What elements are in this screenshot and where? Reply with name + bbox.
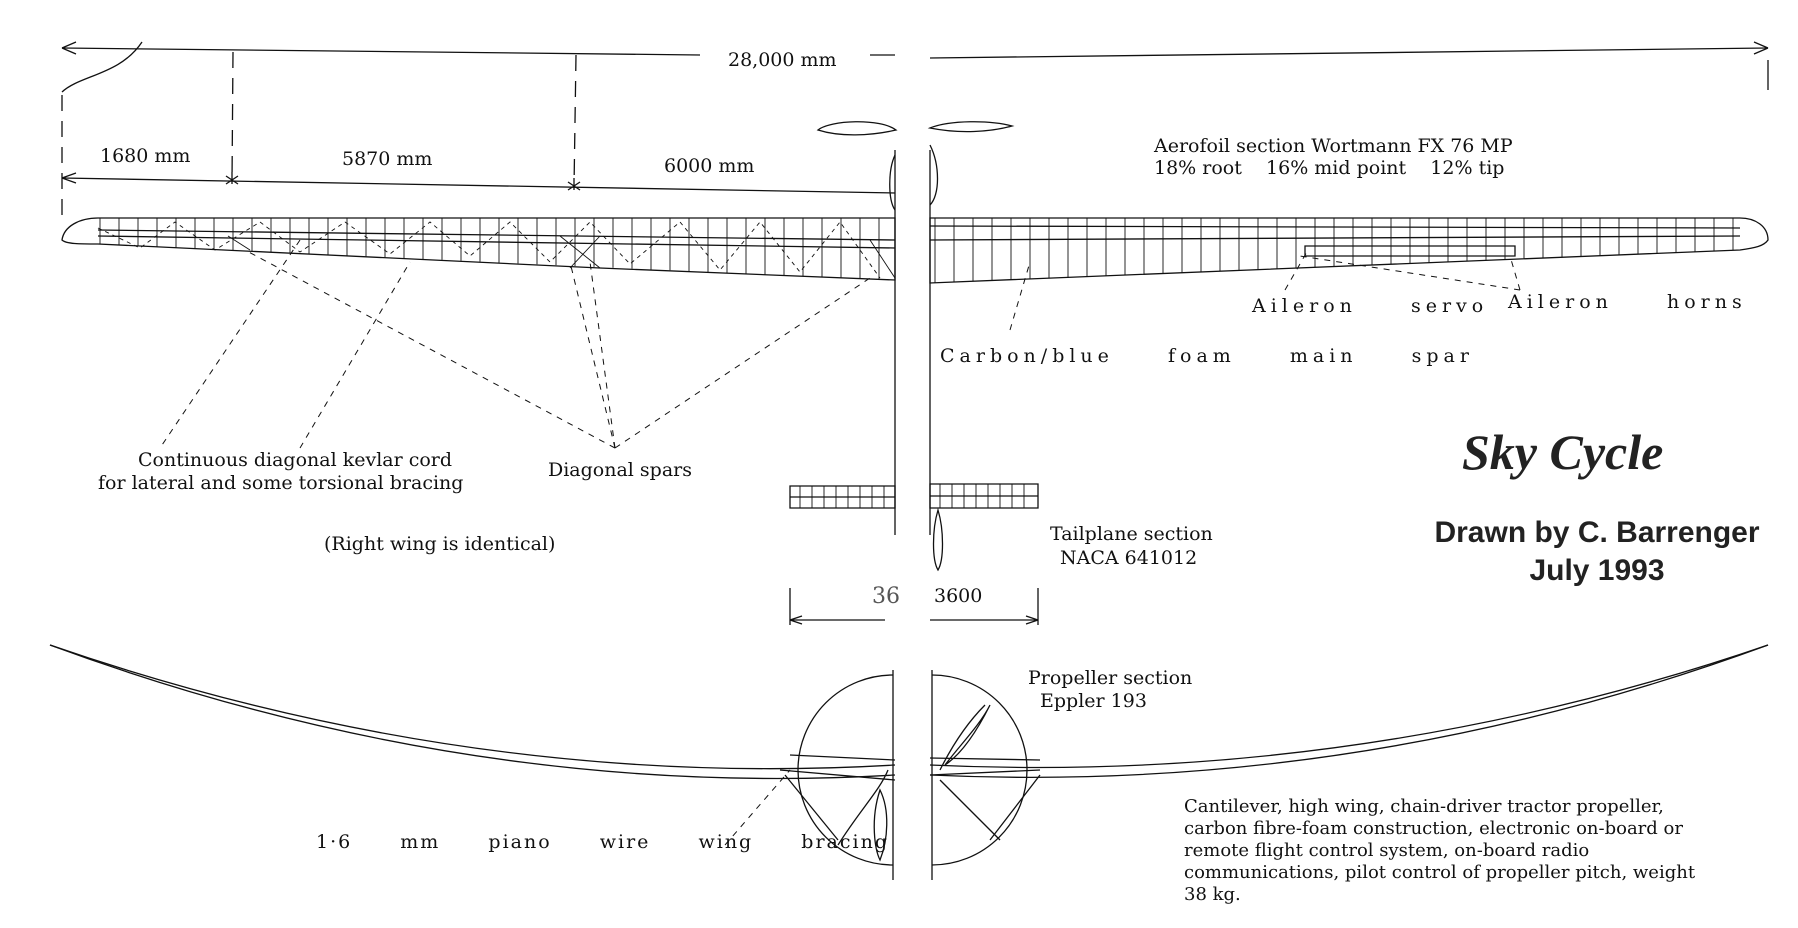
segment-1-label: 1680 mm xyxy=(100,145,191,167)
left-wing-diagonals xyxy=(97,221,895,279)
kevlar-label-2: for lateral and some torsional bracing xyxy=(98,472,464,494)
credit-line-2: July 1993 xyxy=(1529,554,1665,587)
propeller-disc xyxy=(785,670,1040,880)
segment-2-label: 5870 mm xyxy=(342,148,433,170)
aerofoil-label-2: 18% root 16% mid point 12% tip xyxy=(1154,157,1505,179)
tail-dimension-right-label: 3600 xyxy=(934,585,983,607)
tailplane xyxy=(790,484,1038,508)
span-dimension-line xyxy=(62,42,1768,92)
drawing-title: Sky Cycle xyxy=(1462,424,1664,480)
segment-dimension-line xyxy=(62,172,895,193)
tailplane-label-1: Tailplane section xyxy=(1050,523,1213,545)
propeller-label-2: Eppler 193 xyxy=(1040,690,1147,712)
piano-wire-label: 1·6 mm piano wire wing bracing xyxy=(316,831,889,853)
right-wing-planform xyxy=(930,218,1768,283)
tailplane-label-2: NACA 641012 xyxy=(1060,547,1198,569)
tail-dimension-left-label: 36 xyxy=(872,584,900,609)
leader-lines xyxy=(160,240,1520,845)
aileron-servo-label: Aileron servo xyxy=(1252,295,1489,317)
span-dimension-label: 28,000 mm xyxy=(728,49,837,71)
right-wing-ribs xyxy=(935,218,1733,283)
tail-dimension xyxy=(790,588,1038,625)
propeller-label-1: Propeller section xyxy=(1028,667,1193,689)
segment-3-label: 6000 mm xyxy=(664,155,755,177)
aerofoil-label-1: Aerofoil section Wortmann FX 76 MP xyxy=(1154,135,1513,157)
aileron-horns-label: Aileron horns xyxy=(1508,291,1747,313)
root-aerofoil-right xyxy=(930,122,1012,132)
fuselage-boom xyxy=(890,145,943,570)
kevlar-label-1: Continuous diagonal kevlar cord xyxy=(138,449,453,471)
root-aerofoil-left xyxy=(818,122,896,135)
extension-lines xyxy=(62,52,576,215)
tailplane-ribs xyxy=(800,484,1024,508)
credit-line-1: Drawn by C. Barrenger xyxy=(1434,516,1760,549)
description-text: Cantilever, high wing, chain-driver trac… xyxy=(1184,796,1696,905)
diagonal-spars-label: Diagonal spars xyxy=(548,459,692,481)
left-wing-ribs xyxy=(100,218,879,280)
main-spar-label: Carbon/blue foam main spar xyxy=(940,345,1474,367)
front-view-wing xyxy=(50,645,1768,780)
right-wing-note: (Right wing is identical) xyxy=(324,533,556,555)
